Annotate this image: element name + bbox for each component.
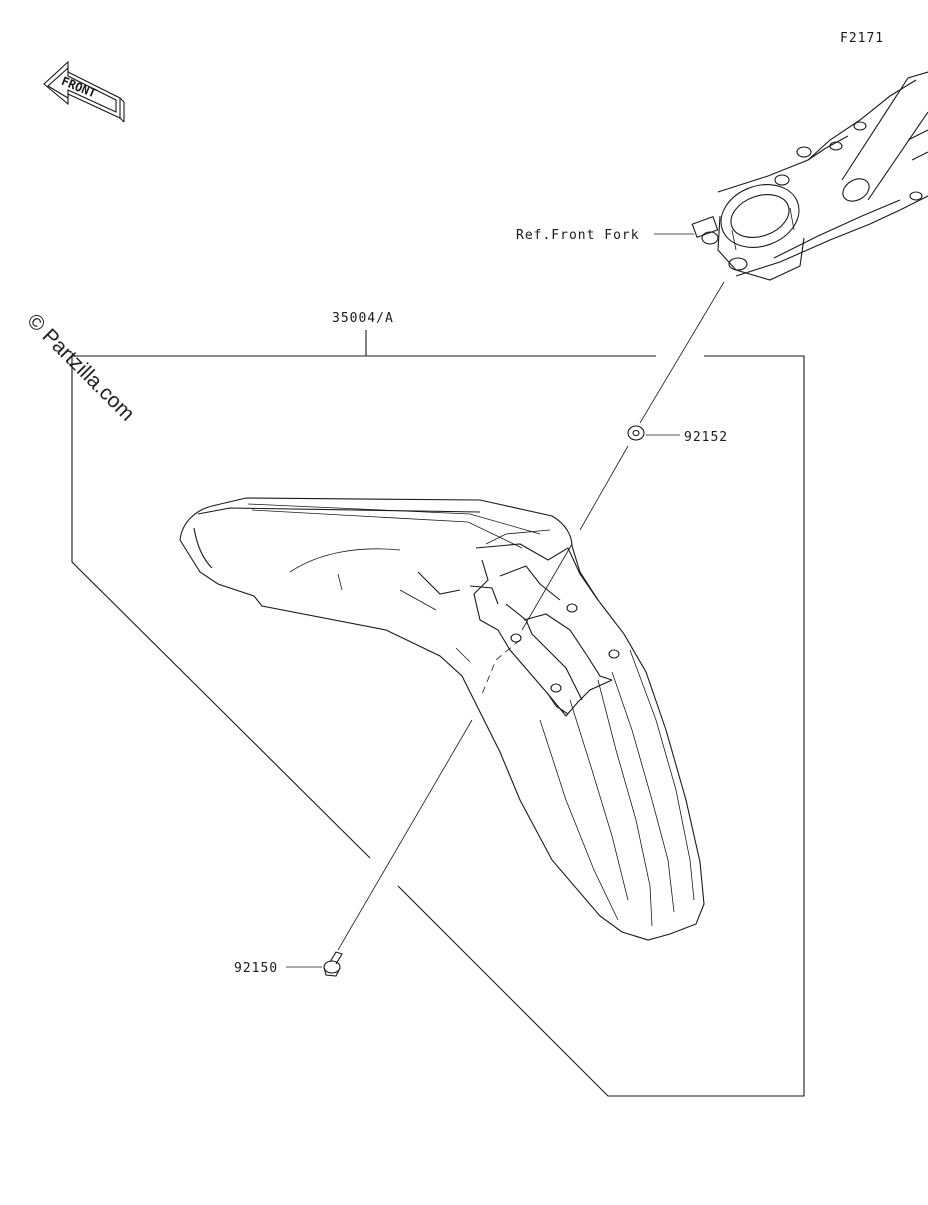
front-arrow-icon: FRONT xyxy=(43,60,125,123)
fender-bolt-line xyxy=(337,719,473,951)
fork-washer-line xyxy=(639,281,725,424)
bolt-icon xyxy=(323,951,343,977)
fender-hole-line xyxy=(521,543,573,631)
reference-label: Ref.Front Fork xyxy=(516,228,640,243)
washer-fender-line xyxy=(579,445,629,531)
assembly-label: 35004/A xyxy=(332,311,394,326)
assembly-bracket xyxy=(71,330,805,1097)
front-fender-icon xyxy=(179,497,705,941)
front-fork-icon xyxy=(691,71,928,281)
bolt-label: 92150 xyxy=(234,961,278,976)
washer-label: 92152 xyxy=(684,430,728,445)
washer-icon xyxy=(627,425,645,441)
figure-code: F2171 xyxy=(840,31,884,46)
watermark: © Partzilla.com xyxy=(22,309,138,425)
